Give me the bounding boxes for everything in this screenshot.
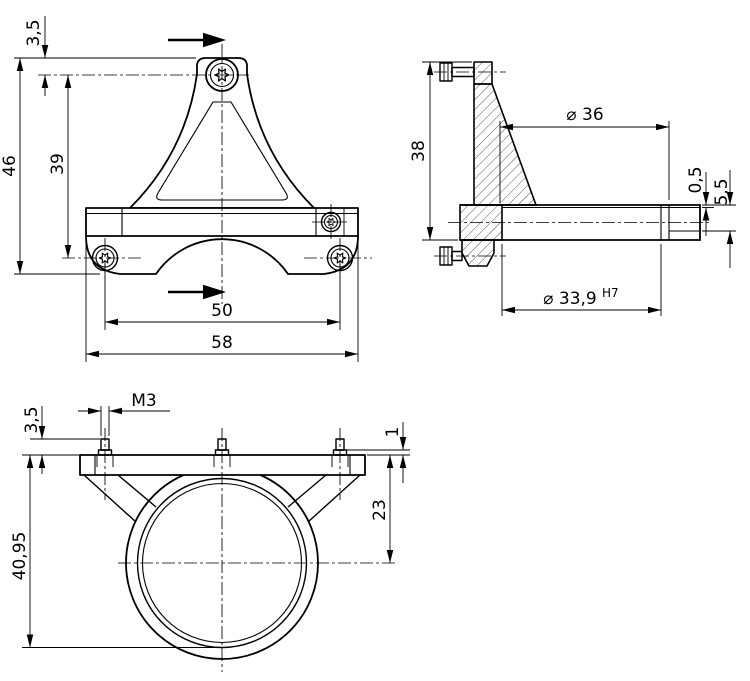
dim-label-h7: H7	[602, 286, 619, 300]
dim-label-39: 39	[48, 153, 68, 175]
section-arrow-top-icon	[168, 32, 226, 48]
bottom-view: M3 3,5 40,95 23 1	[10, 391, 410, 672]
dim-40-95: 40,95	[10, 454, 224, 648]
dim-5-5: 5,5	[702, 170, 736, 268]
dim-label-50: 50	[211, 301, 233, 321]
dim-label-40-95: 40,95	[10, 532, 30, 581]
lower-tab-section	[461, 239, 495, 267]
side-view: 38 ⌀ 36 0,5 5,5 ⌀ 33,9 H7	[409, 61, 736, 316]
dim-label-38: 38	[409, 140, 429, 162]
dim-3-5-front: 3,5	[24, 16, 49, 96]
dim-label-dia-36: ⌀ 36	[566, 105, 603, 125]
dim-label-58: 58	[211, 333, 233, 353]
dim-label-46: 46	[0, 155, 20, 177]
dim-label-3-5-front: 3,5	[24, 19, 44, 46]
bar-boss-lines	[96, 455, 349, 467]
dim-label-5-5: 5,5	[712, 178, 732, 205]
dim-38: 38	[409, 61, 472, 241]
top-boss-section	[473, 61, 493, 85]
front-view: 3,5 46 39 50 58	[0, 16, 372, 362]
mounting-bar	[79, 454, 366, 476]
dim-label-m3: M3	[131, 391, 156, 411]
dim-58: 58	[85, 238, 359, 362]
dim-label-23: 23	[370, 499, 390, 521]
wall-section	[473, 83, 537, 206]
dim-label-0-5: 0,5	[686, 166, 706, 193]
dim-1: 1	[347, 422, 410, 483]
dim-label-dia-33-9: ⌀ 33,9	[543, 289, 597, 309]
dim-dia-36: ⌀ 36	[499, 105, 670, 203]
gussets	[83, 474, 361, 523]
dim-label-1: 1	[383, 427, 403, 438]
bell-pocket	[156, 101, 288, 201]
section-arrow-bottom-icon	[168, 284, 226, 300]
dim-dia-33-9: ⌀ 33,9 H7	[501, 244, 662, 316]
dim-m3: M3	[78, 391, 170, 436]
dim-50: 50	[104, 264, 341, 330]
dim-3-5-bottom: 3,5	[22, 406, 100, 474]
clamp-saddle	[85, 235, 359, 275]
dim-39: 39	[48, 75, 72, 258]
dim-23: 23	[367, 454, 410, 563]
dim-label-3-5-bottom: 3,5	[22, 406, 42, 433]
flange-outline	[459, 204, 701, 241]
